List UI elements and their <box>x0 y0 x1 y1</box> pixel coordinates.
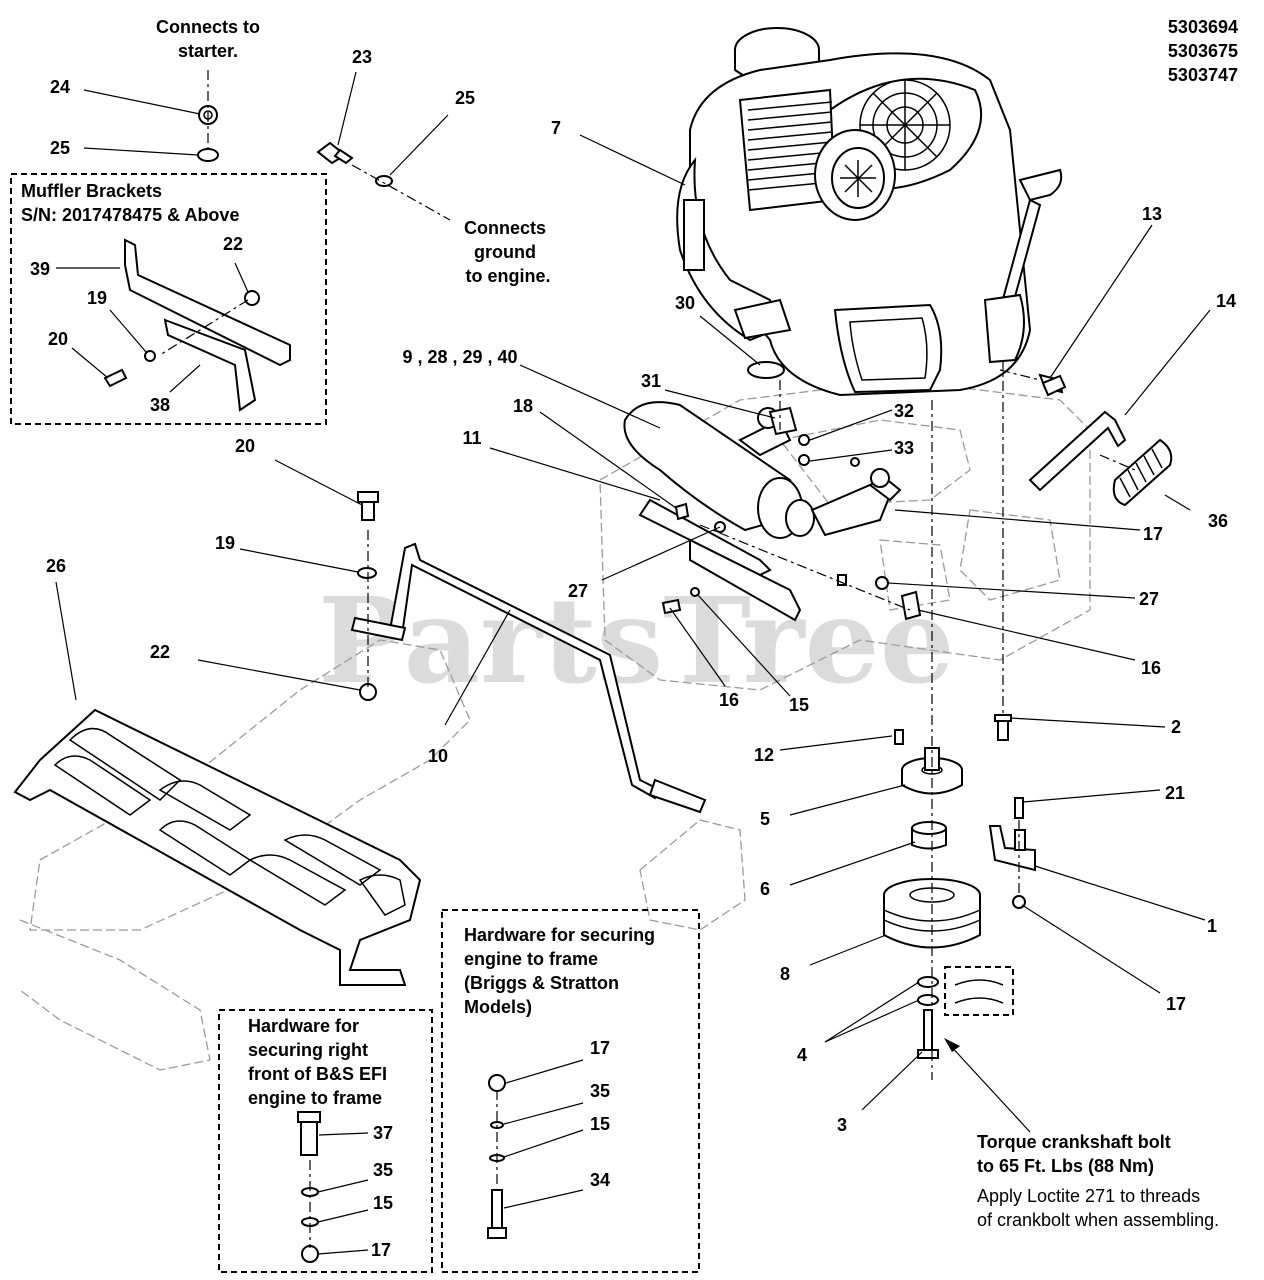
callout-label: 11 <box>462 428 481 448</box>
svg-text:Apply Loctite 271 to threads: Apply Loctite 271 to threads <box>977 1186 1200 1206</box>
pulley-clutch-stack <box>883 729 1036 1059</box>
muffler-bracket-parts <box>103 238 291 412</box>
callout-label: 8 <box>780 964 790 984</box>
spring <box>1112 438 1173 507</box>
engine <box>676 27 1063 397</box>
callout-label: 12 <box>754 745 774 765</box>
muffler <box>623 401 902 622</box>
svg-text:starter.: starter. <box>178 41 238 61</box>
note-starter: Connects to starter. <box>156 17 260 61</box>
callout-label: 34 <box>590 1170 610 1190</box>
callout-label: 15 <box>590 1114 610 1134</box>
callout-label: 20 <box>235 436 255 456</box>
callout-label: 2 <box>1171 717 1181 737</box>
svg-text:Muffler Brackets: Muffler Brackets <box>21 181 162 201</box>
callout-label: 9 , 28 , 29 , 40 <box>402 347 517 367</box>
heat-shield <box>13 708 422 986</box>
callout-label: 19 <box>87 288 107 308</box>
svg-text:Hardware for securing: Hardware for securing <box>464 925 655 945</box>
callout-label: 20 <box>48 329 68 349</box>
note-efi-hardware: Hardware for securing right front of B&S… <box>248 1016 387 1108</box>
callout-label: 10 <box>428 746 448 766</box>
callout-label: 35 <box>373 1160 393 1180</box>
callout-label: 19 <box>215 533 235 553</box>
note-muffler-brackets: Muffler Brackets S/N: 2017478475 & Above <box>21 181 239 225</box>
callout-label: 17 <box>1166 994 1186 1014</box>
detail-boxes <box>10 173 1014 1273</box>
callout-labels: 24 25 23 25 7 39 22 19 20 38 13 14 30 9 … <box>30 47 1236 1260</box>
note-ground: Connects ground to engine. <box>464 218 551 286</box>
handle-bar <box>350 542 707 814</box>
callout-label: 37 <box>373 1123 393 1143</box>
svg-text:engine to frame: engine to frame <box>464 949 598 969</box>
model-number: 5303747 <box>1168 65 1238 85</box>
svg-text:ground: ground <box>474 242 536 262</box>
model-number: 5303694 <box>1168 17 1238 37</box>
callout-label: 1 <box>1207 916 1217 936</box>
svg-text:Hardware for: Hardware for <box>248 1016 359 1036</box>
callout-label: 16 <box>719 690 739 710</box>
svg-text:S/N: 2017478475 & Above: S/N: 2017478475 & Above <box>21 205 239 225</box>
svg-text:to 65 Ft. Lbs (88 Nm): to 65 Ft. Lbs (88 Nm) <box>977 1156 1154 1176</box>
svg-text:engine to frame: engine to frame <box>248 1088 382 1108</box>
callout-label: 5 <box>760 809 770 829</box>
callout-label: 32 <box>894 401 914 421</box>
svg-text:Models): Models) <box>464 997 532 1017</box>
callout-label: 36 <box>1208 511 1228 531</box>
leader-lines <box>55 71 1211 1255</box>
svg-text:Connects to: Connects to <box>156 17 260 37</box>
callout-label: 33 <box>894 438 914 458</box>
model-number: 5303675 <box>1168 41 1238 61</box>
callout-label: 31 <box>641 371 661 391</box>
svg-text:Torque crankshaft bolt: Torque crankshaft bolt <box>977 1132 1171 1152</box>
note-torque: Torque crankshaft bolt to 65 Ft. Lbs (88… <box>977 1132 1219 1230</box>
svg-text:to engine.: to engine. <box>466 266 551 286</box>
callout-label: 13 <box>1142 204 1162 224</box>
callout-label: 30 <box>675 293 695 313</box>
callout-label: 27 <box>568 581 588 601</box>
callout-label: 23 <box>352 47 372 67</box>
callout-label: 27 <box>1139 589 1159 609</box>
callout-label: 35 <box>590 1081 610 1101</box>
callout-label: 16 <box>1141 658 1161 678</box>
fuel-line <box>1028 373 1127 492</box>
callout-label: 26 <box>46 556 66 576</box>
callout-label: 4 <box>797 1045 807 1065</box>
callout-label: 17 <box>371 1240 391 1260</box>
callout-label: 3 <box>837 1115 847 1135</box>
callout-label: 25 <box>455 88 475 108</box>
callout-label: 39 <box>30 259 50 279</box>
callout-label: 22 <box>150 642 170 662</box>
callout-label: 17 <box>1143 524 1163 544</box>
callout-label: 15 <box>789 695 809 715</box>
callout-label: 21 <box>1165 783 1185 803</box>
svg-text:(Briggs & Stratton: (Briggs & Stratton <box>464 973 619 993</box>
callout-label: 25 <box>50 138 70 158</box>
callout-label: 18 <box>513 396 533 416</box>
callout-label: 7 <box>551 118 561 138</box>
svg-text:front of B&S EFI: front of B&S EFI <box>248 1064 387 1084</box>
callout-label: 6 <box>760 879 770 899</box>
watermark: PartsTree <box>318 571 955 710</box>
callout-label: 22 <box>223 234 243 254</box>
svg-text:of crankbolt when assembling.: of crankbolt when assembling. <box>977 1210 1219 1230</box>
callout-label: 17 <box>590 1038 610 1058</box>
callout-label: 24 <box>50 77 70 97</box>
svg-text:securing right: securing right <box>248 1040 368 1060</box>
callout-label: 14 <box>1216 291 1236 311</box>
model-numbers: 5303694 5303675 5303747 <box>1168 17 1238 85</box>
callout-label: 38 <box>150 395 170 415</box>
note-bs-hardware: Hardware for securing engine to frame (B… <box>464 925 655 1017</box>
svg-text:Connects: Connects <box>464 218 546 238</box>
callout-label: 15 <box>373 1193 393 1213</box>
